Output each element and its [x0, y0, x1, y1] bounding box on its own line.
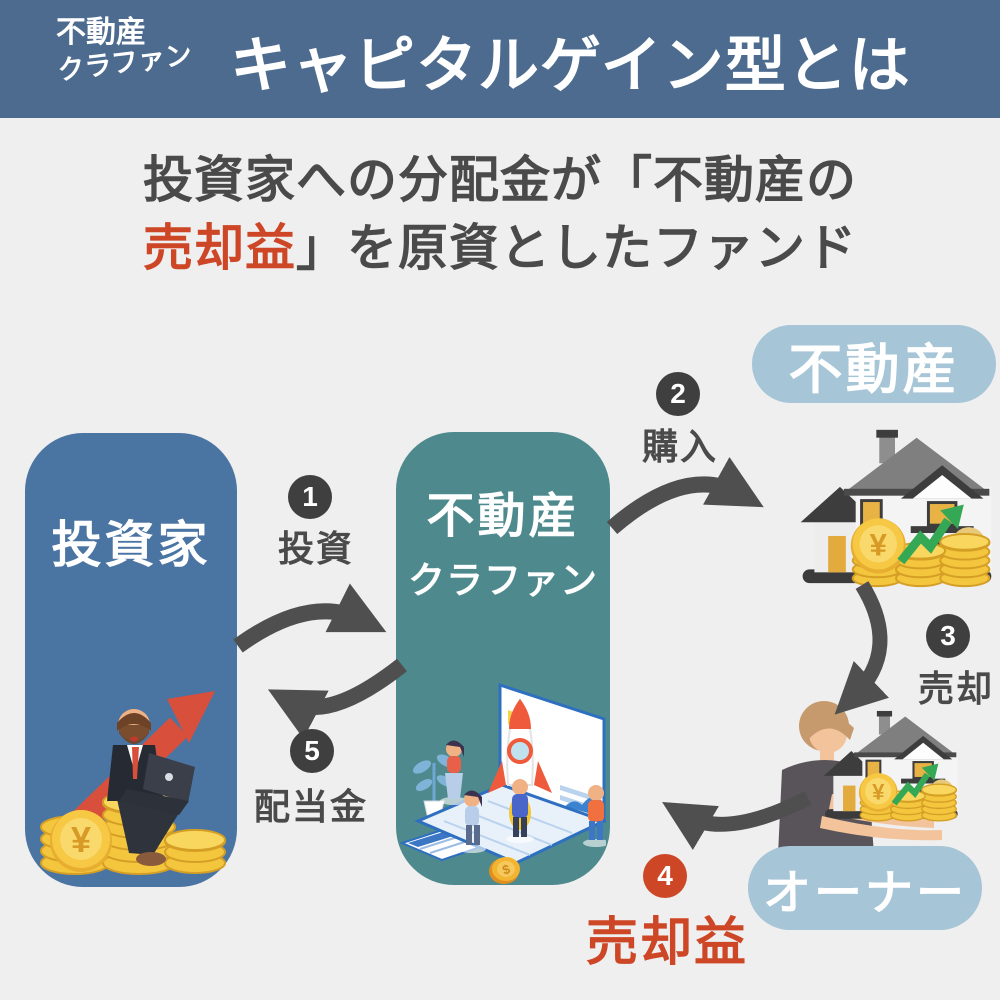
step5-label: 配当金: [253, 786, 368, 827]
step1-circle: 1: [288, 475, 332, 519]
step3-number: 3: [940, 620, 956, 651]
dividend-arrow: [267, 658, 407, 739]
invest-arrow: [233, 583, 387, 653]
property-pill: 不動産: [752, 325, 996, 403]
property-house-icon: [786, 420, 1000, 592]
subtitle-line2-rest: 」を原資としたファンド: [296, 220, 857, 276]
step5-number: 5: [304, 735, 320, 766]
investor-illustration-icon: ¥: [40, 691, 226, 875]
purchase-arrow: [606, 457, 764, 535]
crowdfunding-illustration-icon: $: [400, 682, 606, 884]
people-figures: [440, 740, 606, 853]
owner-pill: オーナー: [748, 846, 982, 930]
step4-label: 売却益: [586, 914, 749, 972]
owner-illustration-icon: [778, 701, 967, 855]
owner-hand: [820, 816, 942, 841]
step5-circle: 5: [290, 729, 334, 773]
dollar-coin: $: [489, 857, 520, 884]
laptop-icon: [119, 753, 195, 815]
crowdfunding-label-line2: クラファン: [408, 560, 598, 601]
yen-coin: ¥: [50, 810, 112, 872]
step2-label: 購入: [641, 426, 718, 467]
step2-number: 2: [670, 378, 686, 409]
subtitle-line2: 売却益」を原資としたファンド: [0, 214, 1000, 282]
header-tag: 不動産 クラファン: [56, 16, 194, 86]
step3-label: 売却: [917, 668, 994, 709]
investor-label: 投資家: [51, 517, 211, 573]
investor-box: 投資家: [25, 433, 237, 887]
sell-arrow: [834, 581, 890, 715]
step4-number: 4: [657, 860, 673, 891]
property-label: 不動産: [788, 339, 960, 400]
step4-circle: 4: [643, 854, 687, 898]
subtitle: 投資家への分配金が「不動産の 売却益」を原資としたファンド: [0, 146, 1000, 282]
step2-circle: 2: [656, 372, 700, 416]
page-title: キャピタルゲイン型とは: [230, 30, 911, 99]
header-banner: 不動産 クラファン キャピタルゲイン型とは: [0, 0, 1000, 118]
svg-text:¥: ¥: [71, 819, 91, 860]
crowdfunding-label-line1: 不動産: [426, 490, 580, 543]
step1-number: 1: [302, 481, 318, 512]
step1-label: 投資: [277, 528, 354, 569]
subtitle-line1: 投資家への分配金が「不動産の: [143, 152, 857, 208]
header-tag-line1: 不動産: [56, 16, 146, 49]
crowdfunding-box: 不動産 クラファン: [396, 432, 610, 885]
subtitle-highlight: 売却益: [143, 220, 296, 276]
owner-label: オーナー: [762, 867, 967, 920]
step3-circle: 3: [926, 614, 970, 658]
